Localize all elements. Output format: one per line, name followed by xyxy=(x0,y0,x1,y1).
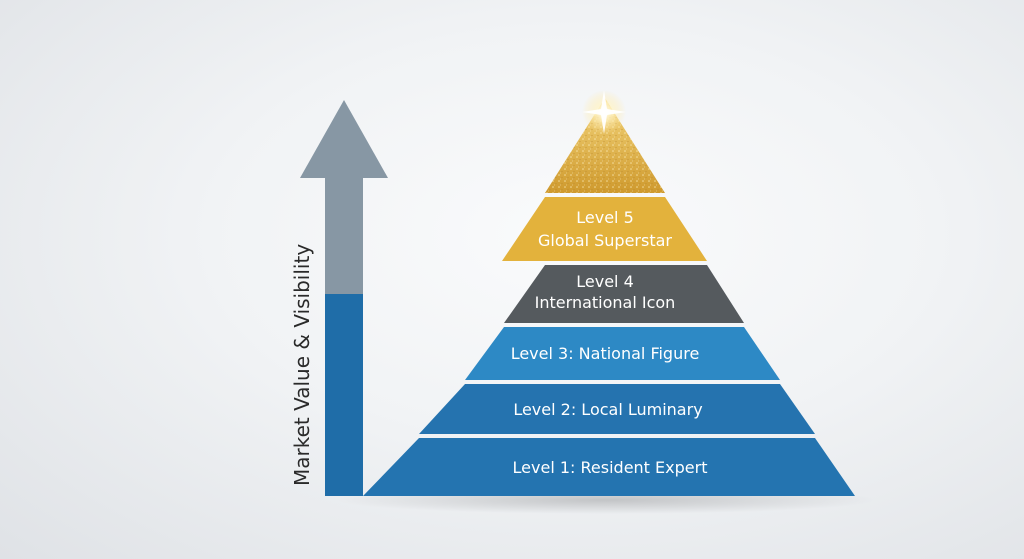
tier-level-5 xyxy=(502,197,707,261)
tier-level-1 xyxy=(363,438,855,496)
tier-3-label: Level 3: National Figure xyxy=(511,344,700,363)
tier-2-label: Level 2: Local Luminary xyxy=(513,400,702,419)
tier-1-label: Level 1: Resident Expert xyxy=(513,458,708,477)
arrow-shaft-lower xyxy=(325,294,363,496)
tier-level-4 xyxy=(504,265,744,323)
up-arrow-icon xyxy=(300,100,388,496)
tier-level-3 xyxy=(465,327,780,380)
axis-label: Market Value & Visibility xyxy=(290,244,314,486)
tier-5-subtitle: Global Superstar xyxy=(538,231,672,250)
arrow-head xyxy=(300,100,388,178)
apex-glitter xyxy=(545,98,665,193)
tier-4-subtitle: International Icon xyxy=(535,293,676,312)
sparkle-icon xyxy=(582,90,626,134)
tier-5-title: Level 5 xyxy=(576,208,634,227)
tier-4-title: Level 4 xyxy=(576,272,634,291)
tier-level-2 xyxy=(419,384,815,434)
arrow-shaft-upper xyxy=(325,178,363,294)
